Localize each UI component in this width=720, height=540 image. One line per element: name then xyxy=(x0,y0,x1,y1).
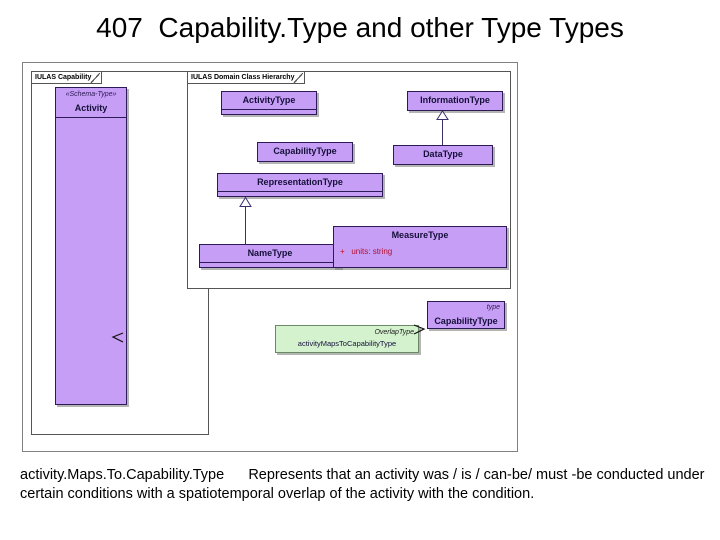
diagram-frame: IULAS Capability IULAS Domain Class Hier… xyxy=(22,62,518,452)
class-capability-type-ref[interactable]: type CapabilityType xyxy=(427,301,505,329)
generalization-arrow-informationtype xyxy=(436,111,449,120)
class-capability-type-ref-name: CapabilityType xyxy=(434,316,498,326)
connector-datatype-to-informationtype-line xyxy=(442,119,443,145)
class-representation-type[interactable]: RepresentationType xyxy=(217,173,383,197)
caption-term: activity.Maps.To.Capability.Type xyxy=(20,467,225,483)
class-name-type-compartment xyxy=(200,263,340,269)
class-activity-maps-to-capability-type[interactable]: OverlapType activityMapsToCapabilityType xyxy=(275,325,419,353)
class-information-type-name: InformationType xyxy=(420,95,490,105)
class-data-type-name: DataType xyxy=(423,149,463,159)
connector-overlap-to-activity-arrow xyxy=(111,329,127,345)
class-capability-type-name: CapabilityType xyxy=(273,146,337,156)
class-name-type-separator xyxy=(200,262,340,263)
generalization-arrow-representationtype xyxy=(239,197,252,207)
class-measure-type-name: MeasureType xyxy=(391,230,449,240)
class-measure-type-attribute-visibility: + xyxy=(340,247,345,256)
class-activity-compartment xyxy=(56,118,126,124)
caption: activity.Maps.To.Capability.Type Represe… xyxy=(20,466,710,504)
connector-nametype-to-representationtype-line xyxy=(245,206,246,244)
class-measure-type-attribute-row: + units: string xyxy=(334,244,506,260)
class-activity-type[interactable]: ActivityType xyxy=(221,91,317,115)
class-activity-name: Activity xyxy=(74,103,108,113)
class-information-type[interactable]: InformationType xyxy=(407,91,503,111)
package-label-iulas-capability: IULAS Capability xyxy=(31,71,103,84)
class-representation-type-separator xyxy=(218,191,382,192)
connector-overlap-to-capabilitytype-arrow xyxy=(413,321,429,337)
class-name-type[interactable]: NameType xyxy=(199,244,341,268)
class-activity-maps-to-capability-type-stereotype: OverlapType xyxy=(374,329,414,336)
class-activity-separator xyxy=(56,117,126,118)
class-activity-stereotype: «Schema-Type» xyxy=(65,91,117,98)
caption-text: Represents that an activity was / is / c… xyxy=(20,467,705,502)
class-activity[interactable]: «Schema-Type» Activity xyxy=(55,87,127,405)
class-capability-type-ref-stereotype: type xyxy=(486,304,500,311)
class-measure-type[interactable]: MeasureType + units: string xyxy=(333,226,507,268)
class-activity-type-separator xyxy=(222,109,316,110)
class-name-type-name: NameType xyxy=(247,248,293,258)
class-activity-type-compartment xyxy=(222,110,316,116)
page-title: 407 Capability.Type and other Type Types xyxy=(96,12,624,43)
class-activity-maps-to-capability-type-name: activityMapsToCapabilityType xyxy=(297,339,397,348)
package-label-iulas-domain-class-hierarchy: IULAS Domain Class Hierarchy xyxy=(187,71,306,84)
class-measure-type-attribute: units: string xyxy=(351,247,393,256)
class-activity-type-name: ActivityType xyxy=(242,95,296,105)
class-representation-type-name: RepresentationType xyxy=(257,177,343,187)
class-data-type[interactable]: DataType xyxy=(393,145,493,165)
class-capability-type[interactable]: CapabilityType xyxy=(257,142,353,162)
